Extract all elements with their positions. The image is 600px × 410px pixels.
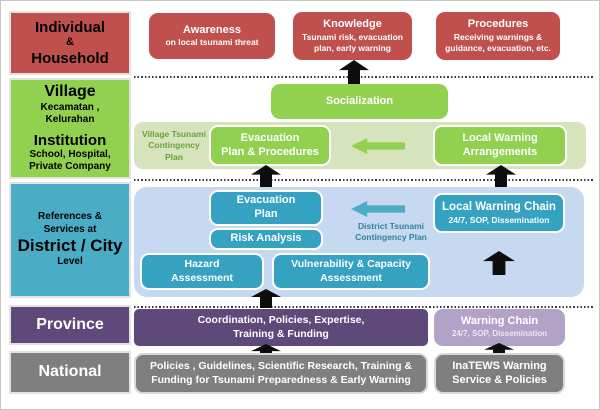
box-title: Warning Chain (460, 315, 539, 328)
box-title: Risk Analysis (230, 232, 302, 245)
box-subtitle: 24/7, SOP, Dissemination (451, 329, 547, 339)
box-subtitle: on local tsunami threat (165, 37, 259, 48)
socialization-box: Socialization (271, 84, 448, 119)
level-title: Province (36, 315, 104, 333)
level-title: Village (44, 83, 96, 101)
box-title: Hazard (184, 258, 220, 271)
awareness-box: Awareness on local tsunami threat (149, 13, 275, 59)
box-subtitle: 24/7, SOP, Dissemination (448, 214, 550, 225)
level-sub: Level (57, 256, 83, 268)
box-title: Vulnerability & Capacity (291, 258, 411, 271)
level-sub: Services at (43, 223, 97, 235)
box-subtitle: Tsunami risk, evacuation (302, 31, 403, 42)
level-title: Individual (34, 18, 105, 36)
level-sub: Private Company (29, 161, 111, 173)
box-title: Training & Funding (233, 327, 329, 340)
level-amp: & (66, 36, 74, 49)
box-title: Local Warning Chain (442, 201, 556, 214)
box-title: Plan & Procedures (221, 145, 319, 158)
label-line: Plan (165, 151, 183, 162)
level-title: Household (31, 49, 109, 67)
box-title: Awareness (183, 23, 241, 36)
level-label-national: National (9, 351, 131, 394)
divider-village-district (134, 179, 593, 181)
risk-analysis-box: Risk Analysis (209, 228, 323, 250)
box-title: Evacuation (240, 131, 300, 144)
box-title: Local Warning (462, 131, 538, 144)
level-sub: School, Hospital, (29, 148, 111, 160)
evacuation-plan-procedures-box: Evacuation Plan & Procedures (209, 125, 331, 166)
label-line: District Tsunami (358, 220, 424, 231)
box-title: Policies , Guidelines, Scientific Resear… (149, 360, 412, 373)
divider-district-province (134, 306, 593, 308)
box-subtitle: guidance, evacuation, etc. (445, 42, 551, 53)
box-subtitle: plan, early warning (314, 42, 391, 53)
box-title: Procedures (467, 18, 529, 31)
box-title: Coordination, Policies, Expertise, (197, 314, 365, 327)
box-title: Funding for Tsunami Preparedness & Early… (151, 373, 411, 386)
evacuation-plan-box: Evacuation Plan (209, 190, 323, 226)
box-title: Assessment (171, 271, 233, 284)
divider-individual-village (134, 76, 593, 78)
level-label-village-institution: Village Kecamatan , Kelurahan Institutio… (9, 78, 131, 179)
procedures-box: Procedures Receiving warnings & guidance… (436, 12, 560, 60)
level-sub: Kecamatan , (40, 101, 100, 113)
box-title: InaTEWS Warning (452, 359, 547, 372)
label-line: Contingency (148, 140, 200, 151)
box-title: Knowledge (323, 18, 382, 31)
box-title: Plan (254, 208, 278, 220)
level-label-province: Province (9, 305, 131, 345)
level-sub: References & (38, 211, 102, 223)
level-title: Institution (33, 131, 107, 149)
district-contingency-plan-label: District Tsunami Contingency Plan (333, 219, 449, 245)
level-title: National (38, 363, 102, 381)
box-title: Evacuation (236, 194, 296, 207)
village-contingency-plan-label: Village Tsunami Contingency Plan (137, 126, 211, 166)
box-subtitle: Receiving warnings & (453, 31, 543, 42)
warning-chain-box: Warning Chain 24/7, SOP, Dissemination (434, 309, 565, 346)
hazard-assessment-box: Hazard Assessment (140, 253, 264, 290)
up-arrow-socialization-to-knowledge (339, 60, 369, 84)
national-policies-box: Policies , Guidelines, Scientific Resear… (134, 353, 428, 394)
coordination-box: Coordination, Policies, Expertise, Train… (134, 309, 428, 346)
box-title: Arrangements (462, 145, 538, 158)
local-warning-chain-box: Local Warning Chain 24/7, SOP, Dissemina… (433, 193, 565, 233)
label-line: Village Tsunami (142, 129, 206, 140)
inatews-box: InaTEWS Warning Service & Policies (434, 353, 565, 394)
level-title: District / City (17, 236, 123, 256)
level-label-individual-household: Individual & Household (9, 11, 131, 75)
box-title: Socialization (325, 94, 394, 107)
box-title: Service & Policies (452, 373, 547, 386)
level-sub: Kelurahan (45, 114, 95, 126)
local-warning-arrangements-box: Local Warning Arrangements (433, 125, 567, 166)
knowledge-box: Knowledge Tsunami risk, evacuation plan,… (293, 12, 412, 60)
vulnerability-capacity-assessment-box: Vulnerability & Capacity Assessment (272, 253, 430, 290)
box-title: Assessment (320, 271, 382, 284)
label-line: Contingency Plan (355, 232, 427, 242)
level-label-district-city: References & Services at District / City… (9, 182, 131, 298)
